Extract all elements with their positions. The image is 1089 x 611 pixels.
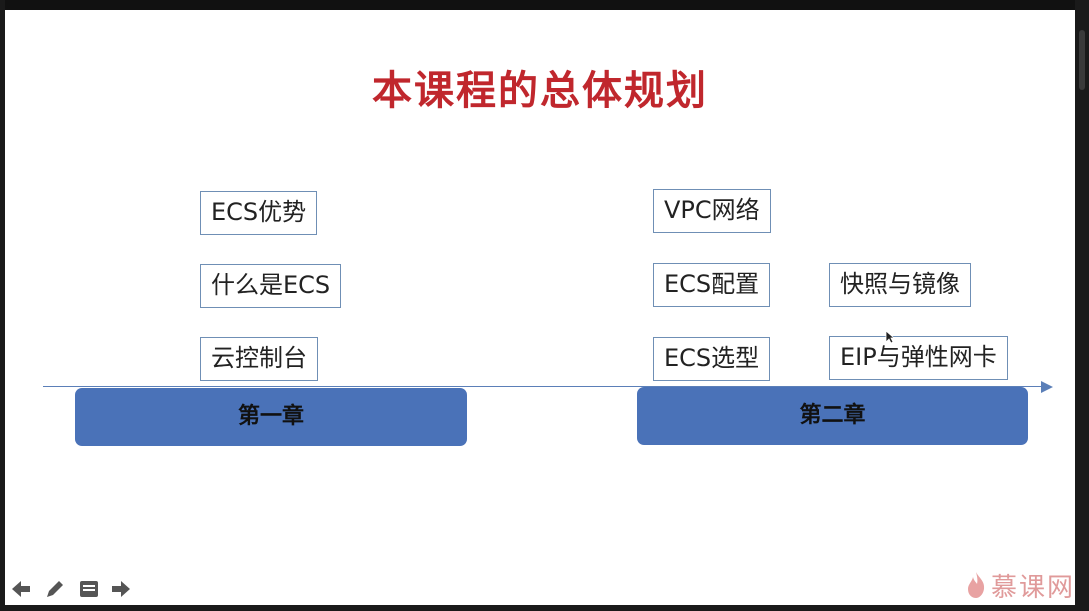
pen-icon[interactable] [44,578,66,600]
topic-eip-eni: EIP与弹性网卡 [829,336,1008,380]
forward-arrow-icon[interactable] [110,578,132,600]
menu-icon[interactable] [78,578,100,600]
topic-ecs-advantages: ECS优势 [200,191,318,235]
timeline-line [43,386,1043,387]
topic-cloud-console: 云控制台 [200,337,318,381]
topic-snapshot-image: 快照与镜像 [829,263,971,307]
slide-title: 本课程的总体规划 [372,68,708,114]
topic-ecs-config: ECS配置 [653,263,771,307]
mouse-cursor-icon [885,330,895,344]
window-left-border [0,0,5,611]
chapter-2-bar: 第二章 [637,387,1028,445]
flame-logo-icon [967,572,985,598]
slide-canvas: 本课程的总体规划 ECS优势 什么是ECS 云控制台 VPC网络 ECS配置 E… [5,10,1075,605]
window-top-border [0,0,1089,10]
back-arrow-icon[interactable] [10,578,32,600]
watermark-text: 慕课网 [990,572,1075,603]
imooc-watermark: 慕课网 [965,571,1075,603]
scrollbar-thumb[interactable] [1079,30,1085,90]
timeline-arrow-icon [1041,381,1053,393]
topic-vpc-network: VPC网络 [653,189,771,233]
chapter-1-bar: 第一章 [75,388,467,446]
topic-what-is-ecs: 什么是ECS [200,264,342,308]
window-bottom-border [0,605,1089,611]
topic-ecs-selection: ECS选型 [653,337,771,381]
scrollbar[interactable] [1075,0,1089,611]
